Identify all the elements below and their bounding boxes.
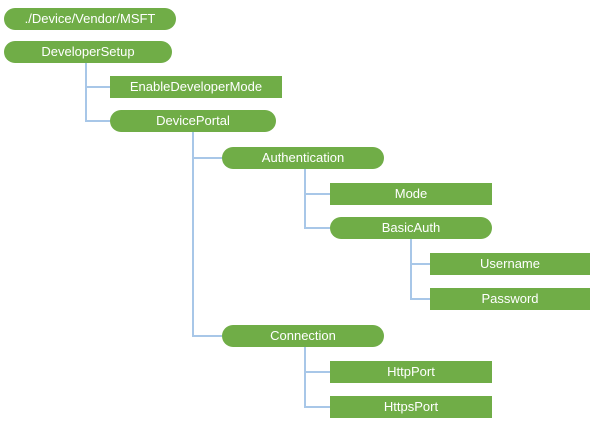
- connector-to-password: [410, 298, 430, 300]
- connector-authentication-drop: [304, 169, 306, 229]
- connector-to-authentication: [192, 157, 222, 159]
- node-username: Username: [430, 253, 590, 275]
- connector-to-basicauth: [304, 227, 330, 229]
- node-developer-setup: DeveloperSetup: [4, 41, 172, 63]
- connector-to-username: [410, 263, 430, 265]
- connector-to-deviceportal: [85, 120, 110, 122]
- node-mode: Mode: [330, 183, 492, 205]
- node-device-portal: DevicePortal: [110, 110, 276, 132]
- connector-to-enabledevelopermode: [85, 86, 110, 88]
- connector-to-mode: [304, 193, 330, 195]
- node-enable-developer-mode: EnableDeveloperMode: [110, 76, 282, 98]
- node-password: Password: [430, 288, 590, 310]
- node-https-port: HttpsPort: [330, 396, 492, 418]
- connector-to-httpsport: [304, 406, 330, 408]
- node-connection: Connection: [222, 325, 384, 347]
- node-authentication: Authentication: [222, 147, 384, 169]
- node-http-port: HttpPort: [330, 361, 492, 383]
- connector-to-httpport: [304, 371, 330, 373]
- connector-connection-drop: [304, 347, 306, 408]
- connector-to-connection: [192, 335, 222, 337]
- node-device-vendor-msft: ./Device/Vendor/MSFT: [4, 8, 176, 30]
- node-basic-auth: BasicAuth: [330, 217, 492, 239]
- connector-basicauth-drop: [410, 239, 412, 300]
- connector-deviceportal-drop: [192, 132, 194, 337]
- connector-developersetup-drop: [85, 63, 87, 122]
